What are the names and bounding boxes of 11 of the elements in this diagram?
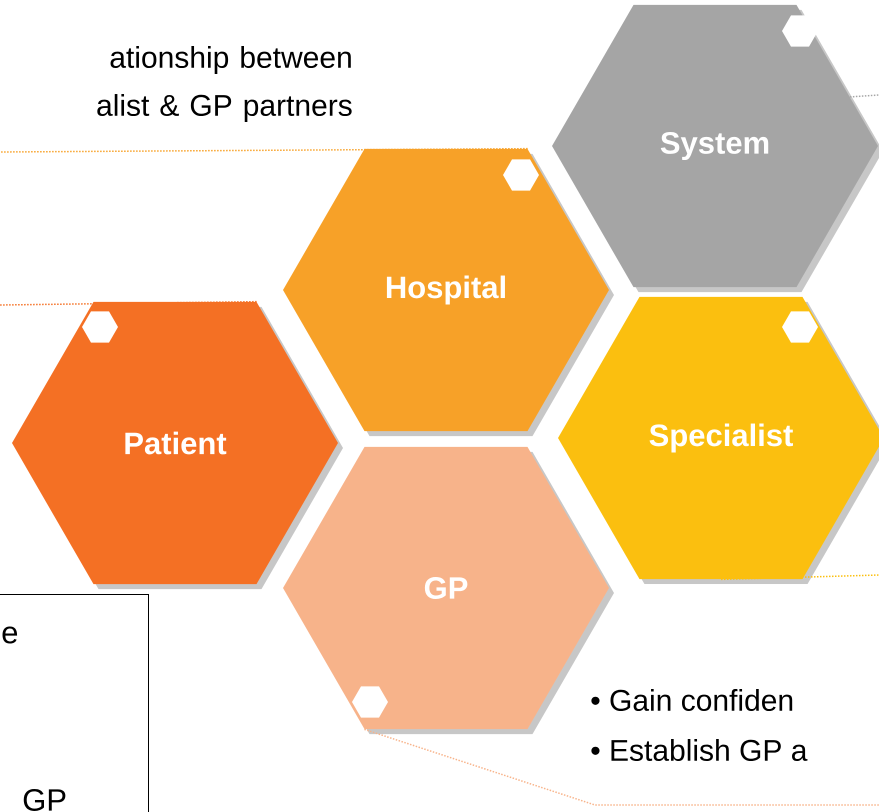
hexagon: Patient — [12, 302, 343, 590]
leader-line — [0, 148, 528, 153]
text: • Establish GP a — [591, 739, 808, 762]
leader-line — [850, 94, 879, 98]
hexagon: Specialist — [558, 296, 879, 584]
leader-line — [721, 574, 879, 580]
hexagon: System — [552, 4, 879, 292]
leader-line — [0, 300, 257, 306]
text-box: e GP — [0, 594, 149, 812]
leader-line — [364, 728, 879, 806]
text: ationship between alist & GP partners — [97, 46, 352, 122]
